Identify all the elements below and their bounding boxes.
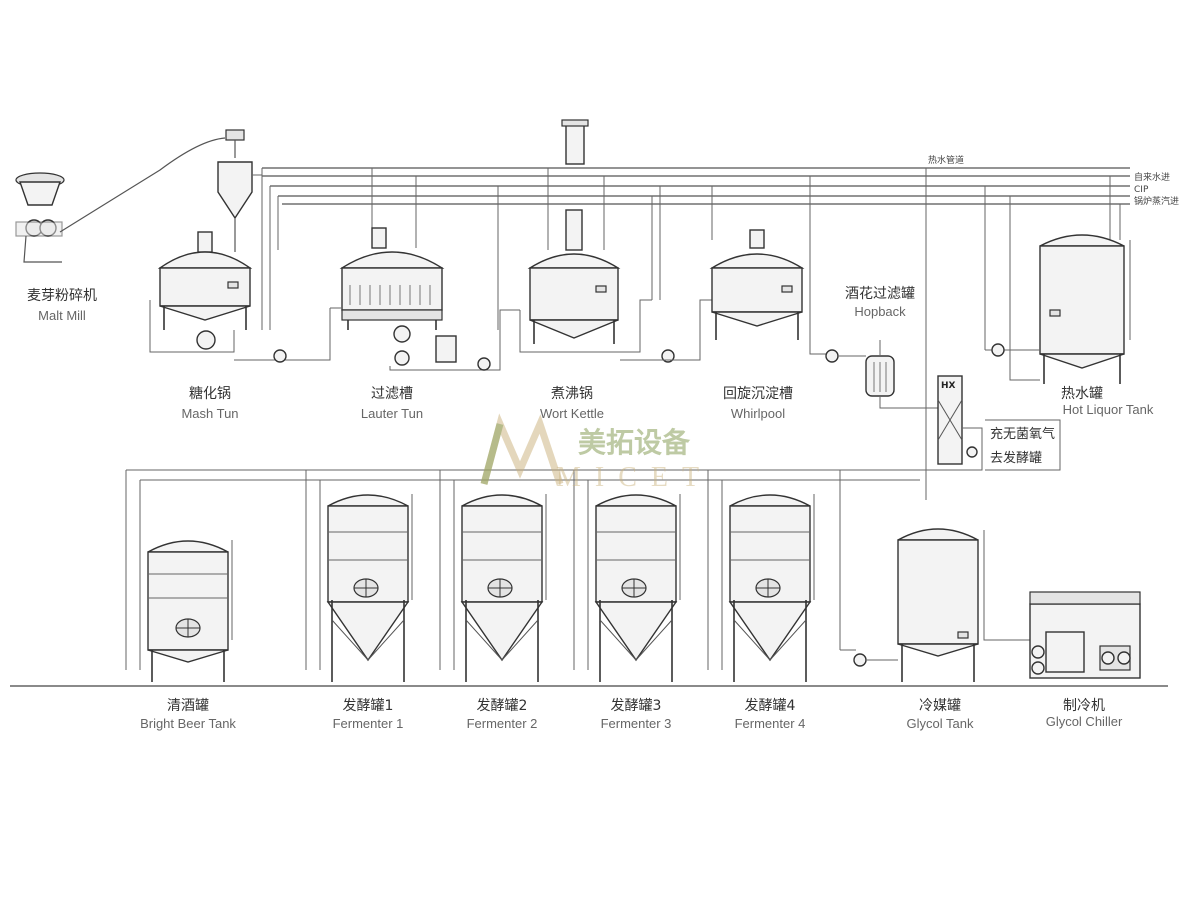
wort-kettle [519,209,712,363]
header-pipes [261,167,1130,500]
fermenter-3 [594,494,681,682]
grist-hopper [217,161,262,252]
hx-label: HX [941,381,956,391]
heat-exchanger: HX [839,375,983,650]
glycol-tank-label-en: Glycol Tank [907,716,974,731]
wort-kettle-label-en: Wort Kettle [540,406,604,421]
whirlpool [709,229,866,363]
fermenter-3-label-en: Fermenter 3 [601,716,672,731]
fermenter-1-label-en: Fermenter 1 [333,716,404,731]
glycol-chiller-label-en: Glycol Chiller [1046,714,1123,729]
lauter-tun-label-en: Lauter Tun [361,406,423,421]
fermenter-1-label-zh: 发酵罐1 [343,698,394,714]
malt-mill-label-en: Malt Mill [38,308,86,323]
whirlpool-label-en: Whirlpool [731,406,785,421]
fermenter-4 [728,494,815,682]
bright-beer-tank [147,540,233,682]
tap-water-in-label: 自来水进 [1134,171,1170,183]
mash-tun-label-zh: 糖化锅 [189,386,231,402]
chimney [561,119,589,165]
fermenter-2-label-en: Fermenter 2 [467,716,538,731]
watermark-brand-zh: 美拓设备 [578,426,691,459]
fermenter-2-label-zh: 发酵罐2 [477,698,528,714]
oxygen-notes: 充无菌氧气 去发酵罐 [985,419,1061,471]
malt-mill-label-zh: 麦芽粉碎机 [27,288,97,304]
hopback-label-zh: 酒花过滤罐 [845,286,915,302]
fermenter-4-label-en: Fermenter 4 [735,716,806,731]
lauter-tun [330,227,520,371]
boiler-steam-label: 锅炉蒸汽进 [1134,195,1179,207]
whirlpool-label-zh: 回旋沉淀槽 [723,386,793,402]
mash-tun [149,231,331,363]
lauter-tun-label-zh: 过滤槽 [371,386,413,402]
fermenter-3-label-zh: 发酵罐3 [611,698,662,714]
wort-kettle-label-zh: 煮沸锅 [551,386,593,402]
glycol-tank [840,528,1030,682]
cip-label: CIP [1134,185,1149,195]
to-fermenter-note: 去发酵罐 [990,450,1042,466]
hot-water-pipe-label: 热水管道 [928,154,964,166]
glycol-tank-label-zh: 冷媒罐 [919,698,961,714]
labels: 麦芽粉碎机 Malt Mill 糖化锅 Mash Tun 过滤槽 Lauter … [27,286,1154,731]
glycol-chiller [1029,591,1141,679]
glycol-chiller-label-zh: 制冷机 [1063,698,1105,714]
fermenter-2 [460,494,547,682]
bright-beer-tank-label-zh: 清酒罐 [167,698,209,714]
malt-mill [15,129,245,263]
hot-liquor-tank-label-zh: 热水罐 [1061,386,1103,402]
bright-beer-tank-label-en: Bright Beer Tank [140,716,236,731]
hot-liquor-tank [985,234,1131,384]
mash-tun-label-en: Mash Tun [181,406,238,421]
hot-liquor-tank-label-en: Hot Liquor Tank [1063,402,1154,417]
bottom-pipes [125,469,920,670]
hopback [865,340,940,409]
watermark-logo: 美拓设备 MICET [480,413,713,493]
fermenter-1 [326,494,413,682]
watermark-brand-en: MICET [556,462,713,493]
hopback-label-en: Hopback [854,304,906,319]
sterile-oxygen-note: 充无菌氧气 [990,426,1055,442]
fermenter-4-label-zh: 发酵罐4 [745,698,796,714]
